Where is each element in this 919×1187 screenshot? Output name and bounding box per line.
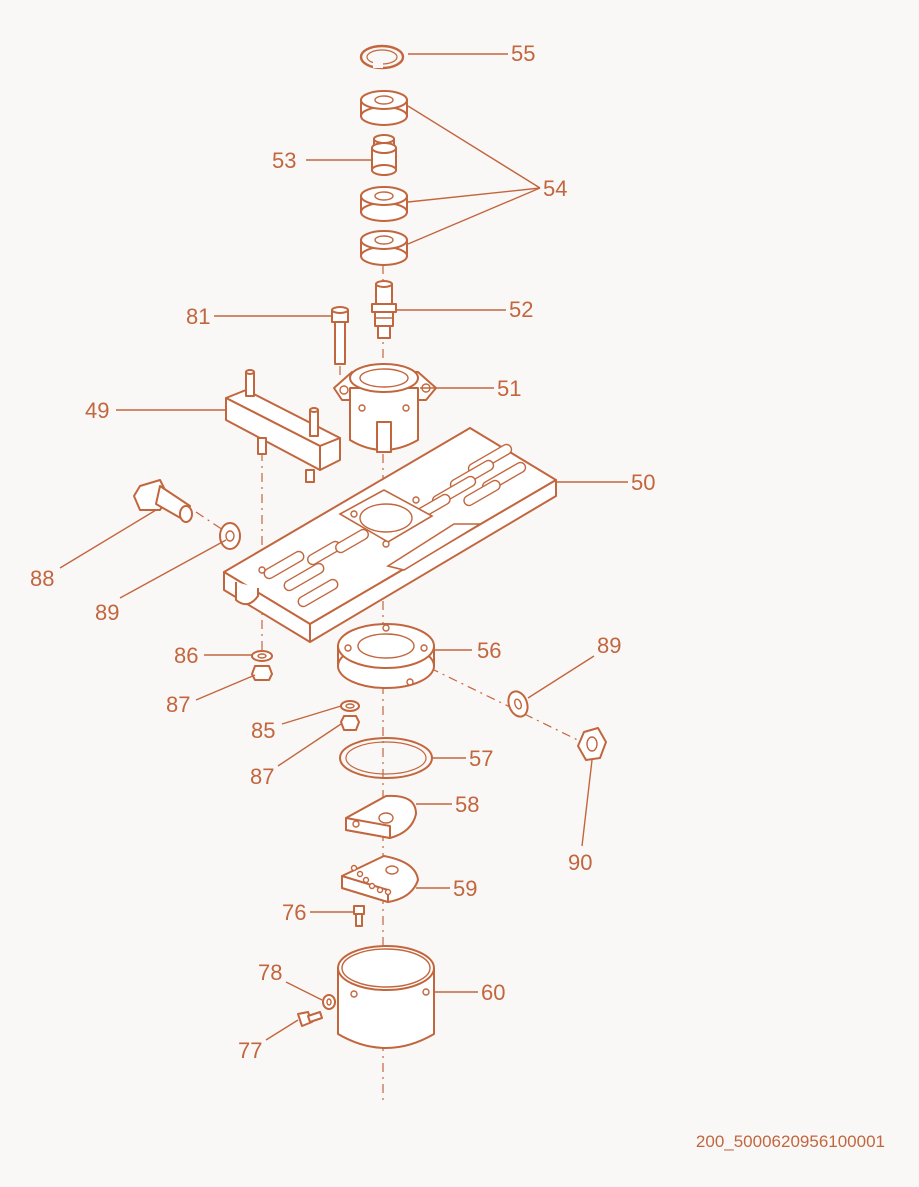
- plate-slots-left: [263, 528, 369, 608]
- callout-56: 56: [477, 638, 501, 663]
- callout-89-left: 89: [95, 600, 119, 625]
- part-small-screw: [353, 905, 365, 927]
- part-sleeve: [371, 134, 397, 176]
- callout-52: 52: [509, 297, 533, 322]
- part-small-washer: [251, 650, 273, 662]
- callout-90: 90: [568, 850, 592, 875]
- part-bearing-bottom: [360, 230, 408, 266]
- part-bearing-top: [360, 90, 408, 126]
- callout-57: 57: [469, 746, 493, 771]
- callout-76: 76: [282, 900, 306, 925]
- callout-55: 55: [511, 41, 535, 66]
- part-cam-plate: [345, 794, 417, 839]
- callout-54: 54: [543, 176, 567, 201]
- part-tiny-washer: [322, 994, 336, 1010]
- leader-lines: [59, 53, 628, 1041]
- callout-58: 58: [455, 792, 479, 817]
- part-bearing-middle: [360, 186, 408, 222]
- callout-77: 77: [238, 1038, 262, 1063]
- part-base-plate: [223, 427, 557, 643]
- part-long-bolt: [331, 306, 349, 365]
- part-hex-nut: [577, 727, 607, 761]
- callout-labels: 55 54 53 52 81 51 49 50 88 89 86 56 89 8…: [30, 41, 655, 1063]
- callout-59: 59: [453, 876, 477, 901]
- callout-87-upper: 87: [166, 692, 190, 717]
- part-retaining-ring: [359, 44, 405, 70]
- callout-88: 88: [30, 566, 54, 591]
- part-small-nut-upper: [251, 665, 273, 681]
- callout-86: 86: [174, 643, 198, 668]
- part-tiny-screw: [297, 1011, 323, 1027]
- callout-51: 51: [497, 376, 521, 401]
- callout-50: 50: [631, 470, 655, 495]
- part-bearing-housing: [333, 363, 437, 453]
- part-o-ring: [339, 737, 433, 779]
- part-washer-right: [507, 690, 529, 718]
- part-hex-bolt: [133, 479, 193, 523]
- drawing-id: 200_5000620956100001: [695, 1132, 885, 1151]
- part-washer-left: [219, 522, 241, 550]
- callout-60: 60: [481, 980, 505, 1005]
- part-cylinder-sleeve: [337, 945, 435, 1049]
- callout-89-right: 89: [597, 633, 621, 658]
- callout-85: 85: [251, 718, 275, 743]
- callout-78: 78: [258, 960, 282, 985]
- part-small-nut-lower: [340, 715, 360, 731]
- part-shaft: [371, 280, 397, 339]
- callout-49: 49: [85, 398, 109, 423]
- part-ring-flange: [337, 623, 435, 689]
- callout-53: 53: [272, 148, 296, 173]
- part-mounting-block: [225, 369, 341, 483]
- callout-87-lower: 87: [250, 764, 274, 789]
- part-index-plate: [341, 855, 419, 903]
- callout-81: 81: [186, 304, 210, 329]
- part-small-washer-lower: [340, 700, 360, 712]
- plate-slots-right: [413, 443, 527, 521]
